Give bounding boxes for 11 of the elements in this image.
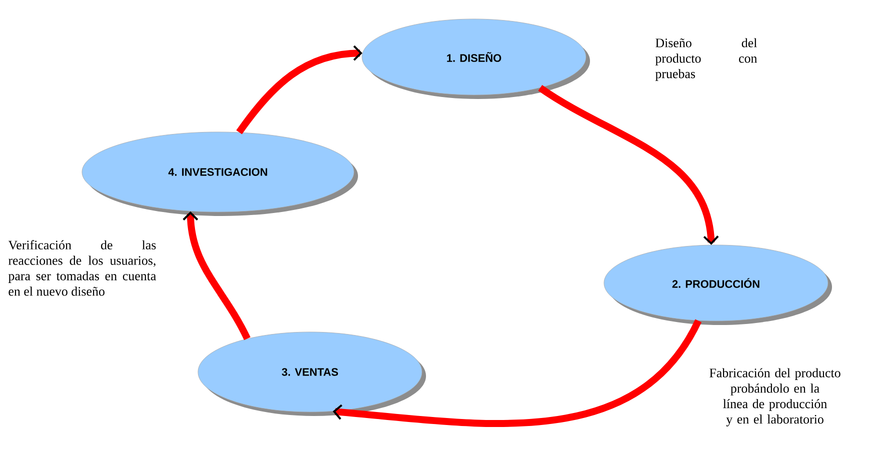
description-text: Fabricación del producto probándolo en la línea de producción y en el laboratorio	[710, 368, 840, 426]
ellipse-node: 3. VENTAS	[198, 332, 426, 416]
ellipse-node: 4. INVESTIGACION	[82, 132, 358, 216]
arrow	[182, 211, 250, 340]
arrow	[236, 45, 362, 134]
arrow	[538, 84, 719, 245]
arrow	[332, 318, 702, 427]
description-text: Verificación de las reacciones de los usuarios, para ser tomadas en cuenta en el nuevo diseño	[8, 240, 156, 296]
ellipse-node: 1. DISEÑO	[362, 18, 590, 99]
description-text: Diseño del producto con pruebas	[655, 38, 757, 81]
ellipse-node: 2. PRODUCCIÓN	[604, 244, 832, 325]
